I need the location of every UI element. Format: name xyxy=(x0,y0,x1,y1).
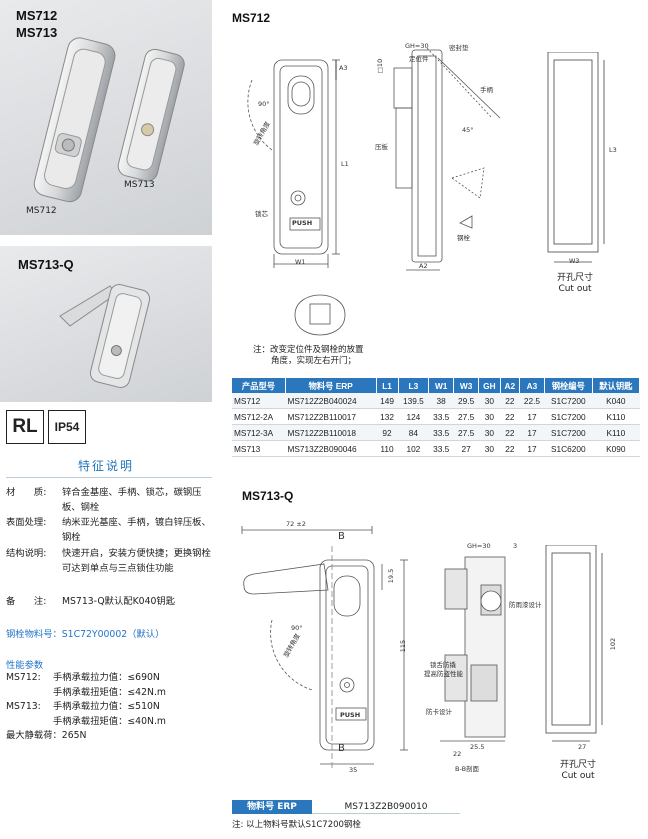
feature-remark: 备 注: MS713-Q默认配K040钥匙 xyxy=(6,596,176,607)
photo-caption-ms713: MS713 xyxy=(124,180,155,190)
label-45: 45° xyxy=(462,126,474,134)
label-seal: 密封垫 xyxy=(449,44,469,52)
ms713q-front-view xyxy=(241,526,408,770)
ip54-badge: IP54 xyxy=(48,410,86,444)
table-row: MS712 MS712Z2B040024 149 139.5 38 29.5 3… xyxy=(232,393,640,409)
label-90-713q: 90° xyxy=(291,624,303,632)
label-a3: A3 xyxy=(339,64,348,72)
label-a2: A2 xyxy=(419,262,428,270)
ms713q-cutout xyxy=(545,545,603,742)
label-locator: 定位件 xyxy=(409,55,429,63)
ms712-side-view xyxy=(393,47,501,271)
erp-label: 物料号 ERP xyxy=(232,800,312,814)
ms712-cutout-caption: 开孔尺寸 Cut out xyxy=(556,273,593,294)
bolt-material-code: 钢栓物料号：S1C72Y00002（默认） xyxy=(6,629,165,640)
perf-title: 性能参数 xyxy=(6,660,44,671)
photo-title-ms713: MS713 xyxy=(16,25,58,40)
label-22: 22 xyxy=(453,750,462,758)
label-l3: L3 xyxy=(609,146,617,154)
table-row: MS713 MS713Z2B090046 110 102 33.5 27 30 … xyxy=(232,440,640,457)
erp-value: MS713Z2B090010 xyxy=(312,800,460,814)
perf-row: 手柄承载扭矩值：≤40N.m xyxy=(53,715,166,727)
ms713q-cutout-caption: 开孔尺寸 Cut out xyxy=(559,760,596,781)
label-anti1: 锁舌防撬 xyxy=(430,661,456,669)
product-photo-ms713q: MS713-Q xyxy=(0,246,212,402)
label-3: 3 xyxy=(513,542,518,550)
perf-row: MS712: 手柄承载拉力值：≤690N xyxy=(6,672,160,683)
ms712-front-view xyxy=(247,59,340,268)
label-w1: W1 xyxy=(295,258,306,266)
label-102: 102 xyxy=(609,637,618,651)
label-27: 27 xyxy=(578,743,587,751)
label-w3: W3 xyxy=(569,257,580,265)
ms713q-erp-box: 物料号 ERP MS713Z2B090010 xyxy=(232,800,460,814)
label-b-top: B xyxy=(338,531,345,542)
label-90-712: 90° xyxy=(258,100,270,108)
features-title: 特征说明 xyxy=(78,459,135,473)
perf-row: 手柄承载扭矩值：≤42N.m xyxy=(53,686,166,698)
spec-table-header: 产品型号 物料号 ERP L1 L3 W1 W3 GH A2 A3 钢栓编号 默… xyxy=(232,378,641,393)
label-19-5: 19.5 xyxy=(387,568,396,584)
label-gh-713q: GH=30 xyxy=(467,542,491,550)
feature-structure: 结构说明: 快速开启，安装方便快捷；更换钢栓可达到单点与三点锁住功能 xyxy=(6,548,211,574)
label-push-713q: PUSH xyxy=(340,711,361,719)
label-core: 锁芯 xyxy=(255,210,268,218)
ms712-cutout xyxy=(547,52,605,263)
ms713q-drawing-title: MS713-Q xyxy=(242,489,294,503)
spec-table: 产品型号 物料号 ERP L1 L3 W1 W3 GH A2 A3 钢栓编号 默… xyxy=(232,378,641,457)
ms713q-note: 注: 以上物料号默认S1C7200钢栓 xyxy=(232,820,361,830)
perf-row: MS713: 手柄承载拉力值：≤510N xyxy=(6,701,160,712)
product-photo-ms712-ms713: MS712 MS713 MS712 MS713 xyxy=(0,0,212,235)
label-anti2: 提高防盗性能 xyxy=(424,670,463,678)
label-gh-712: GH=30 xyxy=(405,42,429,50)
label-25-5: 25.5 xyxy=(470,743,485,751)
ms712-drawing-title: MS712 xyxy=(232,11,271,25)
bolt-plate-icon xyxy=(294,294,346,336)
photo-caption-ms712: MS712 xyxy=(26,206,57,216)
feature-material: 材 质: 锌合金基座、手柄、锁芯，碳钢压板、钢栓 xyxy=(6,487,202,513)
feature-surface: 表面处理: 纳米亚光基座、手柄，镀白锌压板、钢栓 xyxy=(6,517,211,543)
label-dust: 防雨漆设计 xyxy=(509,601,542,609)
label-section: B-B剖面 xyxy=(455,765,480,773)
ms712-note: 注：改变定位件及钢栓的放置 角度，实现左右开门； xyxy=(253,345,364,366)
label-b-bottom: B xyxy=(338,743,345,754)
label-115: 115 xyxy=(399,639,408,653)
label-sq10: □10 xyxy=(376,58,385,74)
latch-illustration-q xyxy=(59,284,151,388)
label-handle: 手柄 xyxy=(480,86,493,94)
photo-title-ms713q: MS713-Q xyxy=(18,257,74,272)
label-snap: 防卡设计 xyxy=(426,708,452,716)
perf-row: 最大静载荷：265N xyxy=(6,730,87,741)
label-72: 72 ±2 xyxy=(286,520,306,528)
label-l1: L1 xyxy=(341,160,349,168)
table-row: MS712-3A MS712Z2B110018 92 84 33.5 27.5 … xyxy=(232,424,640,441)
rl-badge: RL xyxy=(6,410,44,444)
label-bolt: 钢栓 xyxy=(457,234,470,242)
ms713q-section-view xyxy=(440,556,506,742)
photo-title-ms712: MS712 xyxy=(16,8,58,23)
label-plate: 压板 xyxy=(375,143,388,151)
label-35: 35 xyxy=(349,766,358,774)
latch-illustration xyxy=(33,37,185,203)
table-row: MS712-2A MS712Z2B110017 132 124 33.5 27.… xyxy=(232,408,640,425)
perf-list: MS712: 手柄承载拉力值：≤690N 手柄承载扭矩值：≤42N.m MS71… xyxy=(6,671,216,744)
features-divider xyxy=(6,477,212,478)
label-push-712: PUSH xyxy=(292,219,313,227)
